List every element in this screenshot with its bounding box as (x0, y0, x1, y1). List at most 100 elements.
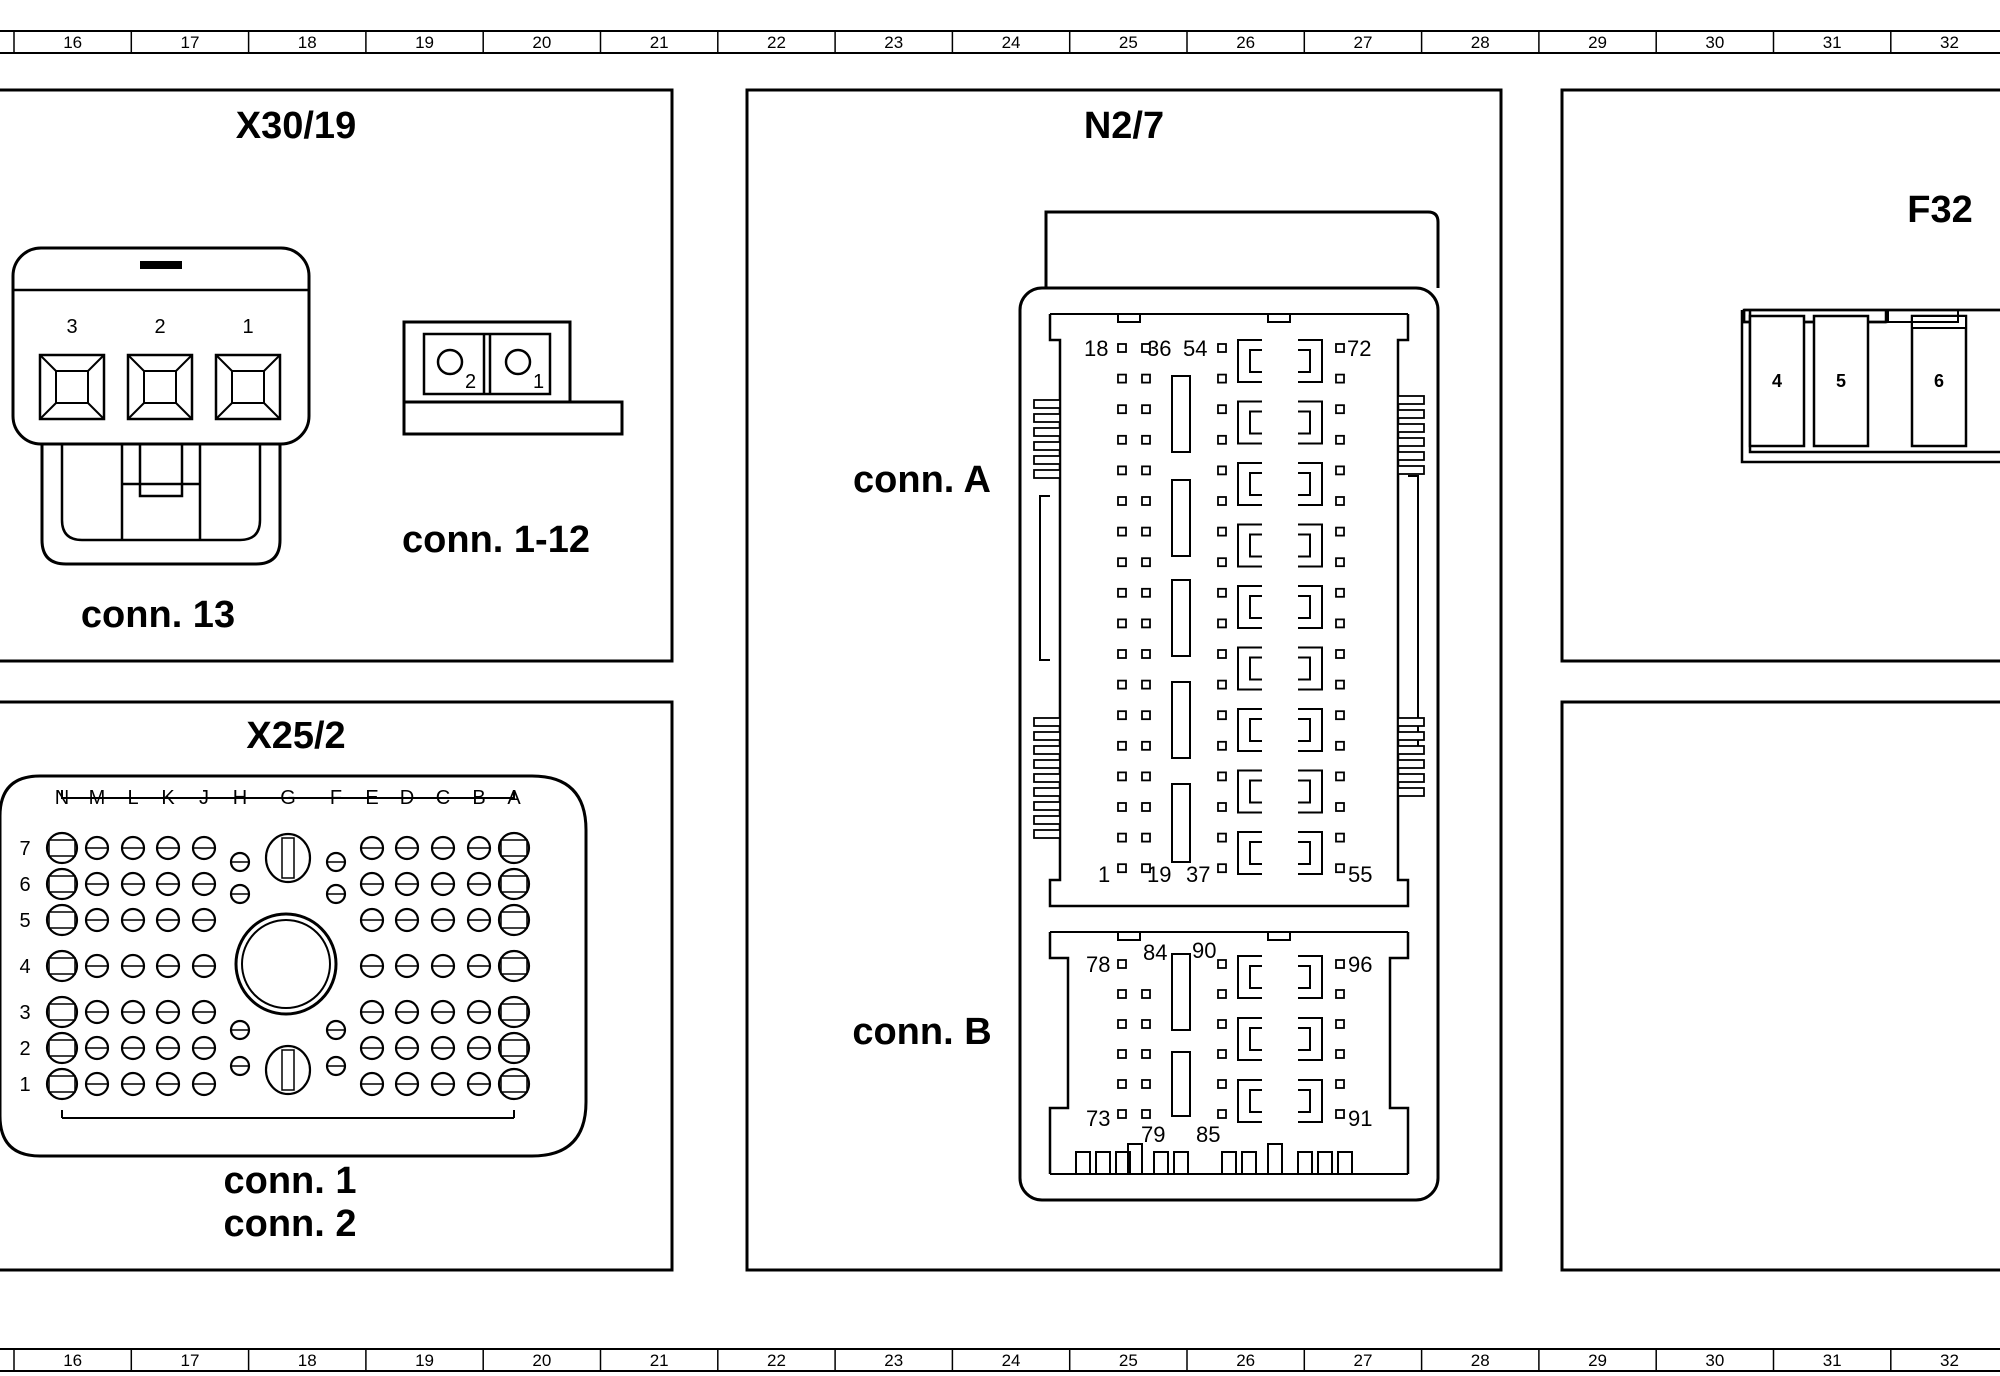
terminal-cavity (1217, 343, 1227, 353)
x25-2-row-1: 1 (19, 1074, 30, 1096)
x25-2-column-K: K (161, 787, 175, 809)
x25-2-column-M: M (89, 787, 106, 809)
terminal-cavity (1141, 618, 1151, 629)
terminal-cavity (1117, 1079, 1127, 1089)
terminal-cavity (1335, 1049, 1345, 1059)
terminal-cavity (1141, 1049, 1151, 1059)
ruler-number: 24 (1002, 33, 1021, 52)
terminal-latch (1237, 955, 1262, 999)
ruler-number: 28 (1471, 33, 1490, 52)
ruler-number: 31 (1823, 33, 1842, 52)
conn-b-pin-91: 91 (1348, 1106, 1372, 1131)
terminal-cavity (1217, 465, 1227, 476)
terminal-cavity (1141, 496, 1151, 506)
x25-2-column-L: L (127, 787, 138, 809)
terminal-cavity (1117, 771, 1127, 782)
terminal-cavity (1141, 557, 1151, 568)
x25-2-large-pin (497, 1031, 531, 1065)
x25-2-large-pin (497, 903, 531, 937)
x25-2-column-G: G (280, 787, 296, 809)
x25-2-guide-pin (264, 1044, 312, 1096)
terminal-slot (1171, 579, 1191, 657)
conn-a-pin-54: 54 (1183, 336, 1207, 361)
x25-2-large-pin (45, 831, 79, 865)
terminal-cavity (1141, 802, 1151, 812)
terminal-cavity (1335, 710, 1345, 721)
ruler-number: 22 (767, 33, 786, 52)
terminal-cavity (1335, 649, 1345, 659)
panel-title-x30-19: X30/19 (236, 105, 356, 147)
panel-n2-7: N2/7 18 36 54 72 1 19 37 55 78 84 90 96 … (745, 88, 1503, 1272)
conn-a-pin-19: 19 (1147, 862, 1171, 887)
x25-2-row-3: 3 (19, 1002, 30, 1024)
conn-13-label: conn. 13 (81, 594, 235, 636)
terminal-cavity (1141, 526, 1151, 537)
terminal-cavity (1217, 989, 1227, 999)
ruler-number: 16 (63, 1351, 82, 1370)
terminal-cavity (1217, 434, 1227, 445)
terminal-latch (1298, 585, 1323, 629)
conn-13-pin-label-1: 1 (242, 316, 253, 338)
x25-2-row-5: 5 (19, 910, 30, 932)
terminal-cavity (1117, 343, 1127, 353)
ruler-number: 25 (1119, 33, 1138, 52)
terminal-cavity (1217, 1109, 1227, 1119)
terminal-latch (1298, 1017, 1323, 1061)
terminal-latch (1298, 831, 1323, 875)
conn-a-label: conn. A (853, 459, 991, 501)
terminal-cavity (1217, 649, 1227, 659)
terminal-cavity (1117, 526, 1127, 537)
terminal-cavity (1217, 496, 1227, 506)
terminal-cavity (1217, 373, 1227, 384)
terminal-cavity (1335, 989, 1345, 999)
ruler-number: 19 (415, 33, 434, 52)
terminal-cavity (1141, 465, 1151, 476)
terminal-cavity (1335, 526, 1345, 537)
terminal-latch (1237, 1017, 1262, 1061)
conn-13-connector: 3 2 1 (11, 246, 311, 566)
terminal-cavity (1335, 959, 1345, 969)
ruler-number: 30 (1705, 1351, 1724, 1370)
conn-13-pin-label-3: 3 (66, 316, 77, 338)
ruler-number: 31 (1823, 1351, 1842, 1370)
terminal-cavity (1335, 496, 1345, 506)
terminal-cavity (1141, 649, 1151, 659)
terminal-cavity (1335, 618, 1345, 629)
terminal-cavity (1117, 465, 1127, 476)
x25-2-column-E: E (365, 787, 378, 809)
terminal-cavity (1117, 710, 1127, 721)
terminal-cavity (1141, 989, 1151, 999)
x25-2-center-socket (234, 912, 338, 1016)
ruler-number: 20 (532, 33, 551, 52)
conn-b-pin-85: 85 (1196, 1122, 1220, 1147)
x25-2-large-pin (497, 949, 531, 983)
conn-a-pin-1: 1 (1098, 862, 1110, 887)
conn-1-12-label: conn. 1-12 (402, 519, 590, 561)
conn-b-pin-78: 78 (1086, 952, 1110, 977)
ruler-number: 28 (1471, 1351, 1490, 1370)
x25-2-large-pin (497, 867, 531, 901)
terminal-cavity (1335, 1019, 1345, 1029)
n2-7-conn-a-terminals (1117, 339, 1345, 875)
ruler-number: 21 (650, 1351, 669, 1370)
terminal-slot (1171, 375, 1191, 453)
terminal-cavity (1117, 587, 1127, 598)
terminal-latch (1298, 1079, 1323, 1123)
terminal-cavity (1217, 1079, 1227, 1089)
terminal-cavity (1141, 1109, 1151, 1119)
terminal-cavity (1117, 1019, 1127, 1029)
terminal-cavity (1335, 465, 1345, 476)
terminal-cavity (1117, 989, 1127, 999)
ruler-number: 22 (767, 1351, 786, 1370)
terminal-latch (1298, 708, 1323, 752)
terminal-latch (1237, 831, 1262, 875)
ruler-number: 32 (1940, 33, 1959, 52)
ruler-number: 26 (1236, 33, 1255, 52)
x25-2-connector-body (0, 774, 588, 1158)
terminal-cavity (1217, 802, 1227, 812)
fuse-label-5: 5 (1836, 371, 1846, 391)
